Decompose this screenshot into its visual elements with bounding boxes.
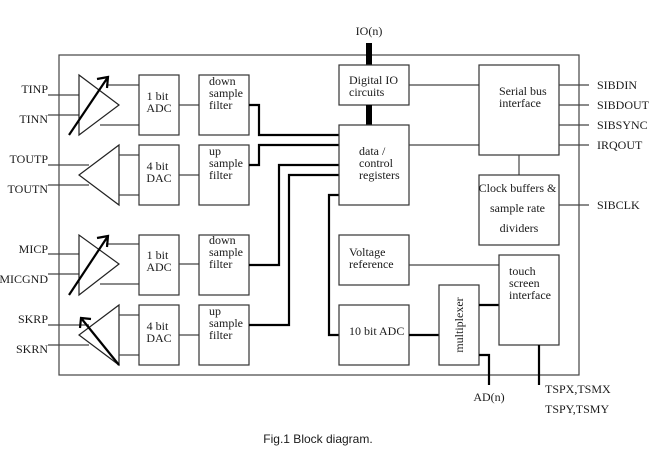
tsp-label-2: TSPY,TSMY — [545, 402, 609, 416]
label-digital-io: Digital IO circuits — [349, 73, 401, 99]
label-touch-screen: touch screen interface — [509, 264, 551, 302]
label-up-filter-top: up sample filter — [209, 144, 246, 182]
label-clock-buffers: Clock buffers & sample rate dividers — [479, 181, 560, 235]
label-dac4-bottom: 4 bit DAC — [146, 319, 171, 345]
label-voltage-ref: Voltage reference — [349, 245, 394, 271]
output-amplifier-1 — [78, 143, 120, 207]
adc-1bit-bottom — [138, 234, 180, 296]
label-down-filter-bottom: down sample filter — [209, 233, 246, 271]
ad-label: AD(n) — [473, 390, 504, 404]
variable-gain-arrow-icon — [68, 234, 110, 296]
pin-toutn: TOUTN — [8, 182, 49, 196]
output-amplifier-2 — [78, 303, 120, 367]
pin-tinn: TINN — [19, 112, 48, 126]
adc-10bit — [338, 304, 410, 366]
label-registers: data / control registers — [359, 144, 400, 182]
bus-up-filter-bottom — [249, 173, 339, 327]
label-dac4-top: 4 bit DAC — [146, 159, 171, 185]
pin-micp: MICP — [19, 242, 49, 256]
bus-down-filter-bottom — [249, 163, 339, 267]
ad-wire — [479, 353, 491, 385]
voltage-reference — [338, 234, 410, 286]
tsp-label-1: TSPX,TSMX — [545, 382, 611, 396]
clock-buffers — [478, 174, 560, 246]
up-sample-filter-bottom — [198, 304, 250, 366]
touch-screen-interface — [498, 254, 560, 346]
label-down-filter-top: down sample filter — [209, 74, 246, 112]
pin-sibdin: SIBDIN — [597, 78, 637, 92]
input-amplifier-1 — [78, 73, 120, 137]
label-adc10: 10 bit ADC — [349, 324, 404, 338]
dac-4bit-bottom — [138, 304, 180, 366]
pin-sibclk: SIBCLK — [597, 198, 640, 212]
io-label: IO(n) — [356, 24, 383, 38]
pin-skrn: SKRN — [16, 342, 48, 356]
up-sample-filter-top — [198, 144, 250, 206]
serial-bus-interface — [478, 64, 560, 156]
adc-1bit-top — [138, 74, 180, 136]
pin-sibdout: SIBDOUT — [597, 98, 650, 112]
bus-up-filter-top — [249, 143, 339, 167]
bus-adc10 — [327, 193, 339, 337]
down-sample-filter-top — [198, 74, 250, 136]
bus-down-filter-top — [249, 103, 339, 137]
pin-irqout: IRQOUT — [597, 138, 643, 152]
label-up-filter-bottom: up sample filter — [209, 304, 246, 342]
figure-caption: Fig.1 Block diagram. — [263, 432, 372, 446]
label-adc1-top: 1 bit ADC — [146, 89, 171, 115]
pin-tinp: TINP — [21, 82, 48, 96]
pin-sibsync: SIBSYNC — [597, 118, 648, 132]
variable-gain-arrow-icon — [78, 316, 120, 366]
pin-skrp: SKRP — [18, 312, 48, 326]
chip-boundary — [58, 54, 580, 376]
label-adc1-bottom: 1 bit ADC — [146, 248, 171, 274]
pin-toutp: TOUTP — [10, 152, 49, 166]
pin-micgnd: MICGND — [0, 272, 48, 286]
data-control-registers — [338, 124, 410, 206]
digital-io-circuits — [338, 64, 410, 106]
label-serial-bus: Serial bus interface — [499, 84, 550, 110]
variable-gain-arrow-icon — [68, 75, 110, 136]
label-multiplexer: multiplexer — [452, 297, 466, 352]
multiplexer — [438, 284, 480, 366]
